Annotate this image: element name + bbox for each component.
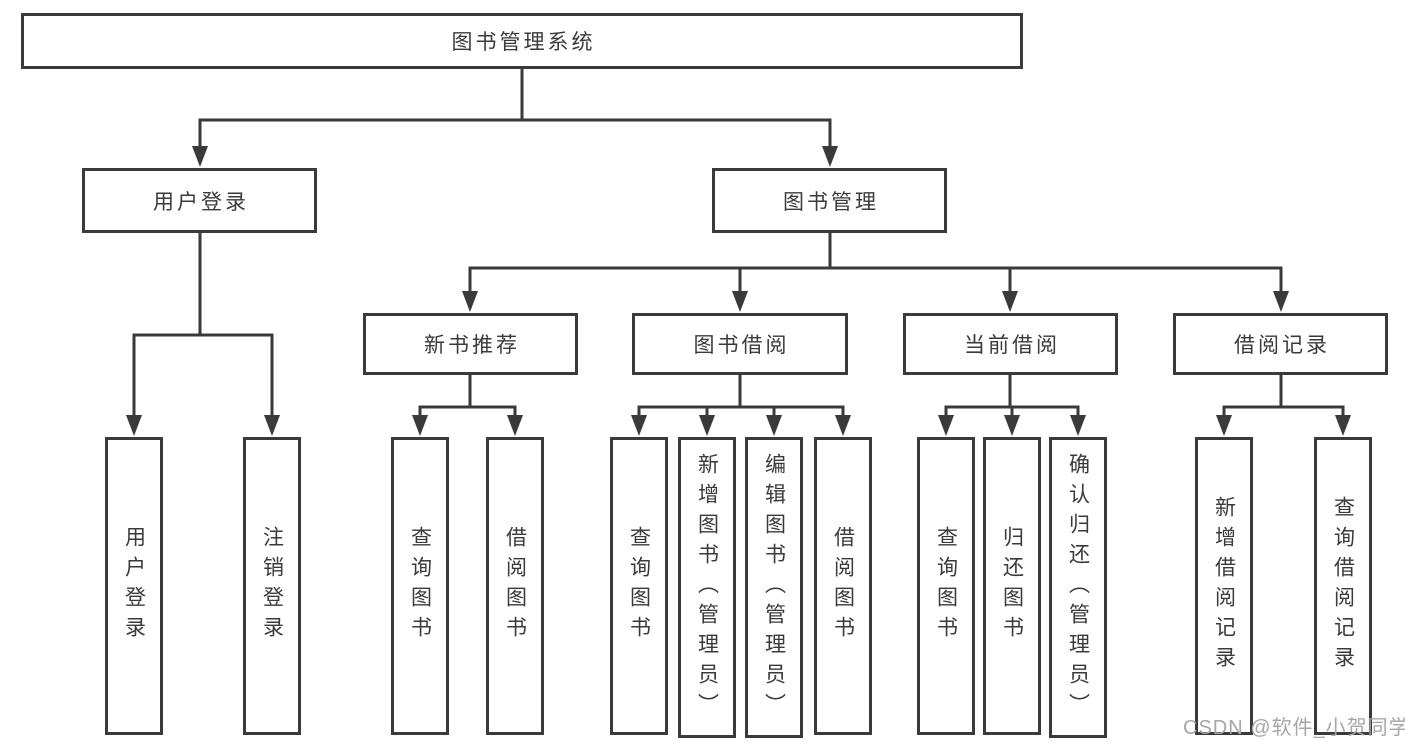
leaf-query-books-borrow: 查询图书 (610, 437, 668, 735)
leaf-borrow-books: 借阅图书 (814, 437, 872, 735)
leaf-add-book-admin: 新增图书（管理员） (678, 437, 736, 738)
node-user-login: 用户登录 (82, 168, 317, 233)
leaf-query-books-current: 查询图书 (917, 437, 975, 735)
leaf-logout: 注销登录 (243, 437, 301, 735)
node-book-borrow: 图书借阅 (632, 313, 848, 375)
csdn-watermark: CSDN @软件_小贺同学 (1183, 717, 1405, 739)
node-book-management: 图书管理 (712, 168, 947, 233)
leaf-add-borrow-record: 新增借阅记录 (1195, 437, 1253, 735)
node-current-borrow: 当前借阅 (903, 313, 1118, 375)
leaf-query-borrow-record: 查询借阅记录 (1314, 437, 1372, 735)
leaf-borrow-books-recommend: 借阅图书 (486, 437, 544, 735)
node-borrow-records: 借阅记录 (1173, 313, 1388, 375)
leaf-user-login: 用户登录 (105, 437, 163, 735)
node-new-book-recommend: 新书推荐 (363, 313, 578, 375)
leaf-return-books: 归还图书 (983, 437, 1041, 735)
leaf-edit-book-admin: 编辑图书（管理员） (745, 437, 803, 738)
leaf-confirm-return-admin: 确认归还（管理员） (1049, 437, 1107, 738)
leaf-query-books-recommend: 查询图书 (391, 437, 449, 735)
node-library-management-system: 图书管理系统 (21, 13, 1023, 69)
